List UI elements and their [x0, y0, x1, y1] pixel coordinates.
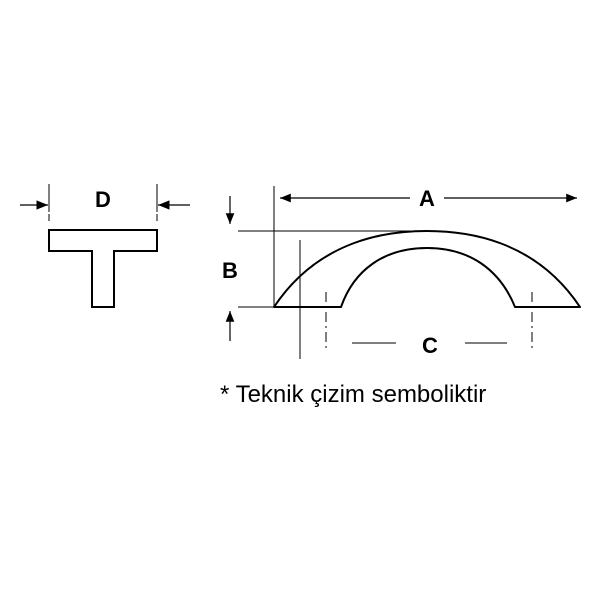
handle-shape: [273, 230, 581, 308]
note-text: * Teknik çizim semboliktir: [220, 381, 486, 408]
label-b: B: [222, 258, 238, 283]
profile-view: D: [20, 184, 190, 308]
label-a: A: [419, 186, 435, 211]
label-c: C: [422, 333, 438, 358]
label-d: D: [95, 187, 111, 212]
handle-view: A B C: [222, 186, 581, 359]
t-profile-shape: [48, 229, 158, 308]
